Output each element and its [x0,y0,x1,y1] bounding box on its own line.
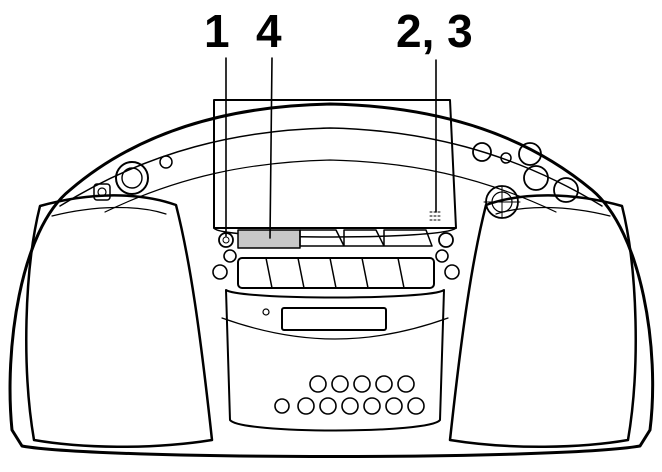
display-window [237,229,301,249]
cd-lid [213,99,457,229]
body-outline [8,102,655,458]
top-contour [59,127,603,207]
callout-4: 4 [256,5,282,57]
left-knob [115,161,149,195]
left-speaker [25,194,214,448]
cassette-slot [281,307,387,331]
center-panel-arc [221,317,449,340]
indicator-light [262,308,270,316]
center-panel [225,289,445,432]
lid-buttons [299,229,433,247]
speaker-holes [274,375,425,415]
callout-1: 1 [204,5,230,57]
leader-lines [225,57,437,239]
left-speaker-inner [51,206,167,217]
callout-2-3: 2, 3 [396,5,473,57]
top-ridge [104,159,557,213]
transport-dividers [265,257,405,289]
right-speaker [448,194,637,448]
